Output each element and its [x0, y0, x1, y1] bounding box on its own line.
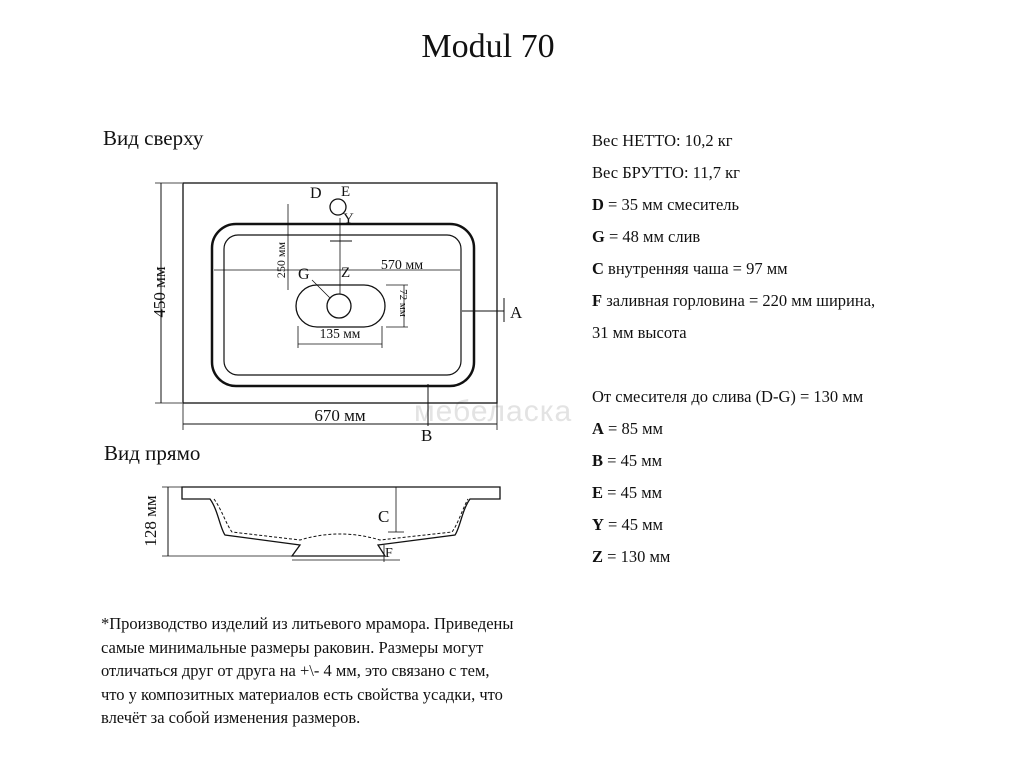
front-view-label: Вид прямо	[104, 441, 201, 465]
spec-line: Вес НЕТТО: 10,2 кг	[592, 131, 733, 150]
dim-250: 250 мм	[274, 242, 288, 279]
spec-line: 31 мм высота	[592, 323, 687, 342]
drain-slot	[295, 284, 386, 328]
spec-line: B = 45 мм	[592, 451, 663, 470]
spec-line: G = 48 мм слив	[592, 227, 701, 246]
marker-e: E	[341, 184, 350, 200]
faucet-hole	[329, 198, 347, 216]
page-title: Modul 70	[421, 28, 555, 65]
spec-line: Вес БРУТТО: 11,7 кг	[592, 163, 740, 182]
spec-line: D = 35 мм смеситель	[592, 195, 740, 214]
sink-outline	[182, 182, 498, 404]
dim-570: 570 мм	[381, 258, 423, 273]
spec-line: От смесителя до слива (D-G) = 130 мм	[592, 387, 864, 406]
spec-line: F заливная горловина = 220 мм ширина,	[592, 291, 876, 310]
dim-450: 450 мм	[150, 266, 169, 318]
marker-y: Y	[343, 211, 354, 227]
dim-670: 670 мм	[314, 406, 366, 425]
marker-f: F	[385, 546, 393, 561]
marker-b: B	[421, 426, 432, 445]
front-view-diagram	[162, 486, 501, 562]
footnote-line: отличаться друг от друга на +\- 4 мм, эт…	[101, 661, 490, 680]
spec-line: A = 85 мм	[592, 419, 663, 438]
front-inner-bowl	[213, 498, 469, 541]
footnote: *Производство изделий из литьевого мрамо…	[101, 612, 601, 730]
drain-hole	[326, 293, 352, 319]
marker-g: G	[298, 266, 310, 283]
dim-135: 135 мм	[320, 326, 361, 341]
dim-72: 72 мм	[397, 289, 409, 317]
front-profile	[181, 486, 501, 557]
footnote-line: что у композитных материалов есть свойст…	[101, 684, 503, 704]
basin-inner	[223, 234, 462, 376]
basin-outer	[210, 222, 476, 388]
footnote-line: *Производство изделий из литьевого мрамо…	[101, 614, 514, 633]
dim-128: 128 мм	[141, 495, 160, 547]
spec-line: Y = 45 мм	[592, 515, 663, 534]
spec-line: C внутренняя чаша = 97 мм	[592, 259, 788, 278]
footnote-line: самые минимальные размеры раковин. Разме…	[101, 637, 484, 657]
marker-a: A	[510, 303, 523, 322]
marker-d: D	[310, 185, 322, 202]
marker-c: C	[378, 507, 389, 526]
footnote-line: влечёт за собой изменения размеров.	[101, 708, 361, 727]
spec-line: E = 45 мм	[592, 483, 663, 502]
watermark-logo: мебеласка	[414, 395, 573, 428]
spec-line: Z = 130 мм	[592, 547, 671, 566]
top-view-diagram	[155, 182, 505, 430]
marker-z: Z	[341, 265, 350, 281]
top-view-label: Вид сверху	[103, 126, 204, 150]
